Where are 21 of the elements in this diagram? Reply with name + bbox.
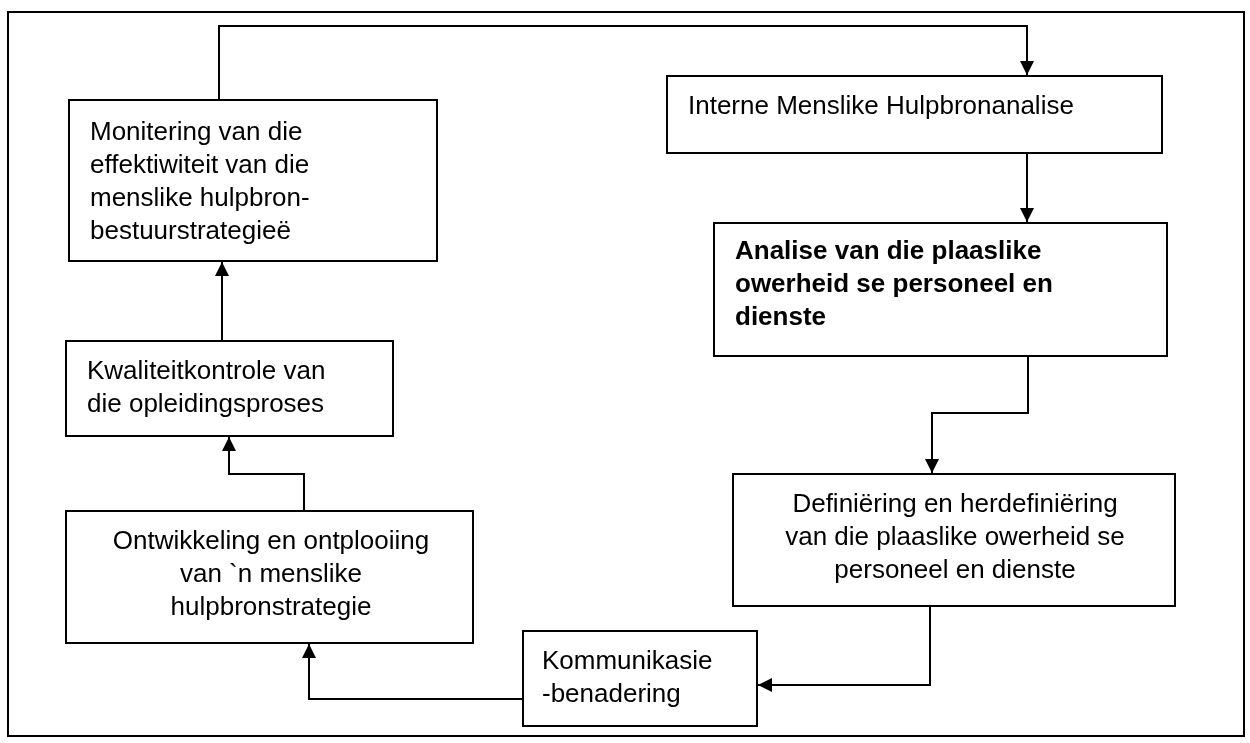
process-box [65,340,394,437]
box-text: Monitering van die effektiwiteit van die menslike hulpbron- bestuurstrategieë [90,115,311,247]
box-text: Analise van die plaaslike owerheid se personeel en dienste [735,234,1054,333]
process-box [732,473,1176,607]
process-box [65,510,474,644]
arrow [1020,153,1034,223]
process-box [522,630,758,727]
box-text: Kwaliteitkontrole van die opleidingsproses [87,354,327,420]
process-box [666,75,1163,154]
arrow [222,436,305,511]
box-text: Interne Menslike Hulpbronanalise [688,89,1075,122]
arrow [757,606,931,692]
box-text: Ontwikkeling en ontplooiing van `n menslike hulpbronstrategie [111,524,431,623]
arrow [215,261,229,341]
arrow [302,643,523,700]
process-box [68,99,438,262]
arrow [925,356,1029,474]
process-box [713,222,1168,357]
box-text: Kommunikasie -benadering [542,644,714,710]
arrow [218,25,1034,100]
box-text: Definiëring en herdefiniëring van die plaaslike owerheid se personeel en dienste [784,487,1126,586]
